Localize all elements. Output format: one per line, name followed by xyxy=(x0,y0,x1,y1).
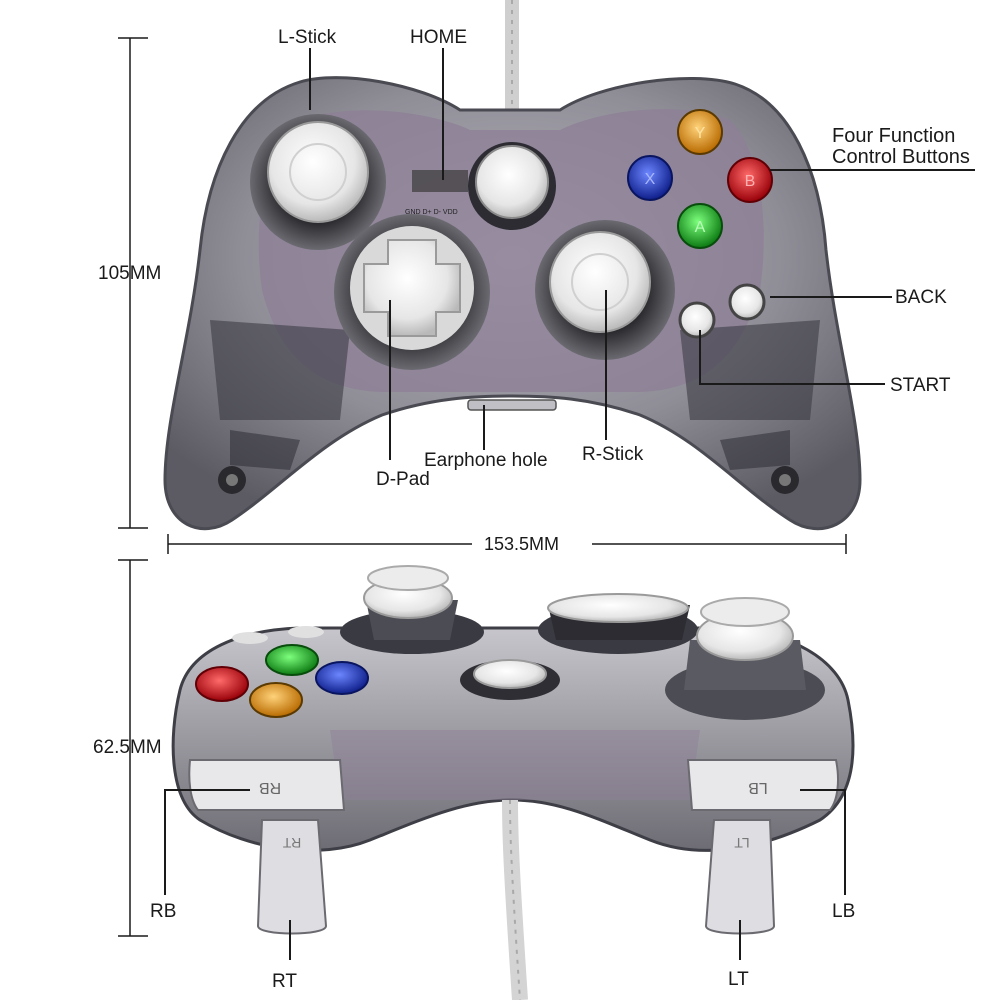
dimension-width: 153.5MM xyxy=(484,534,560,554)
lt-trigger-label: LT xyxy=(734,835,750,851)
label-lt: LT xyxy=(728,969,749,990)
d-pad-top xyxy=(334,214,490,370)
label-l-stick: L-Stick xyxy=(278,27,337,48)
label-rt: RT xyxy=(272,971,297,992)
button-y-letter: Y xyxy=(695,125,706,142)
label-earphone-hole: Earphone hole xyxy=(424,450,548,471)
callout-lines-bottom xyxy=(164,789,846,960)
lb-bumper xyxy=(686,759,839,811)
rt-trigger xyxy=(256,819,328,935)
label-r-stick: R-Stick xyxy=(582,444,644,465)
rb-button-label: RB xyxy=(259,779,281,796)
label-rb: RB xyxy=(150,901,177,922)
lt-trigger xyxy=(704,819,776,935)
label-lb: LB xyxy=(832,901,856,922)
label-four-function-2: Control Buttons xyxy=(832,146,970,168)
label-d-pad: D-Pad xyxy=(376,469,430,490)
label-four-function-1: Four Function xyxy=(832,125,956,147)
pcb-pin-text: GND D+ D- VDD xyxy=(405,209,458,216)
button-a-letter: A xyxy=(695,219,706,236)
face-buttons-top: Y X B A xyxy=(627,109,773,249)
dimension-lines xyxy=(118,37,847,937)
earphone-hole xyxy=(467,399,557,411)
label-home: HOME xyxy=(410,27,467,48)
label-back: BACK xyxy=(895,287,947,308)
left-stick-top xyxy=(250,114,386,250)
dimension-height-top: 105MM xyxy=(98,263,162,284)
label-start: START xyxy=(890,375,951,396)
controller-front-view: RB LB RT LT xyxy=(171,565,855,1000)
rb-bumper xyxy=(188,759,346,811)
callout-lines xyxy=(309,48,975,460)
back-button-top xyxy=(728,283,766,321)
lb-button-label: LB xyxy=(748,779,768,796)
rt-trigger-label: RT xyxy=(282,835,301,851)
home-button-top xyxy=(468,142,556,230)
start-button-top xyxy=(678,301,716,339)
dimension-height-bottom: 62.5MM xyxy=(93,737,162,758)
button-b-letter: B xyxy=(745,173,756,190)
button-x-letter: X xyxy=(645,171,656,188)
